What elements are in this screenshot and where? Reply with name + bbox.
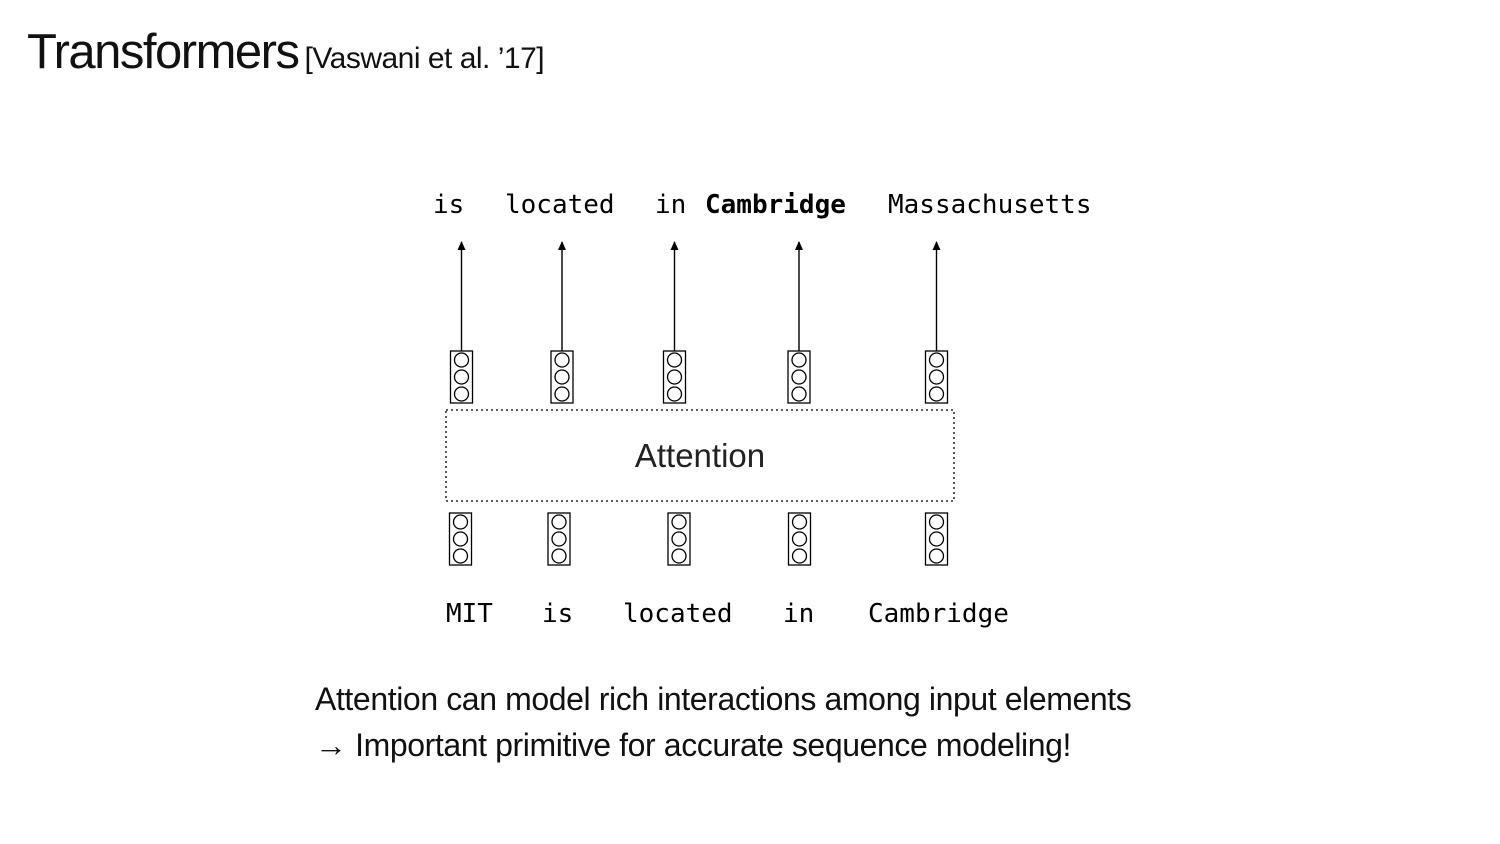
input-token-cambridge: Cambridge <box>868 599 1009 629</box>
output-token-is: is <box>433 190 464 220</box>
output-vectors <box>449 350 949 404</box>
caption-line-1: Attention can model rich interactions am… <box>315 681 1132 717</box>
input-tokens: MIT is located in Cambridge <box>446 599 1009 629</box>
output-vector-5 <box>924 350 949 404</box>
input-token-is: is <box>542 599 573 629</box>
output-token-located: located <box>505 190 615 220</box>
output-tokens: is located in Cambridge Massachusetts <box>433 190 1092 220</box>
title-citation: [Vaswani et al. ’17] <box>304 42 545 75</box>
output-token-massachusetts: Massachusetts <box>888 190 1092 220</box>
caption-line-2: → Important primitive for accurate seque… <box>315 727 1072 763</box>
output-vector-4 <box>787 350 811 404</box>
output-vector-2 <box>550 350 574 404</box>
input-vector-3 <box>667 512 691 566</box>
input-token-located: located <box>623 599 733 629</box>
output-token-in: in <box>655 190 686 220</box>
output-vector-3 <box>662 350 687 404</box>
input-token-mit: MIT <box>446 599 493 629</box>
title-main: Transformers <box>27 25 300 79</box>
slide-title: Transformers[Vaswani et al. ’17] <box>27 24 545 80</box>
input-token-in: in <box>783 599 814 629</box>
output-token-cambridge: Cambridge <box>705 190 846 220</box>
output-vector-1 <box>449 350 474 404</box>
attention-block: Attention <box>445 409 955 502</box>
output-arrows <box>457 241 941 352</box>
input-vector-2 <box>547 512 571 566</box>
caption: Attention can model rich interactions am… <box>315 676 1132 768</box>
input-vector-1 <box>448 512 473 566</box>
input-vector-5 <box>924 512 949 566</box>
attention-label: Attention <box>635 437 765 474</box>
input-vector-4 <box>787 512 812 566</box>
input-vectors <box>448 512 949 566</box>
